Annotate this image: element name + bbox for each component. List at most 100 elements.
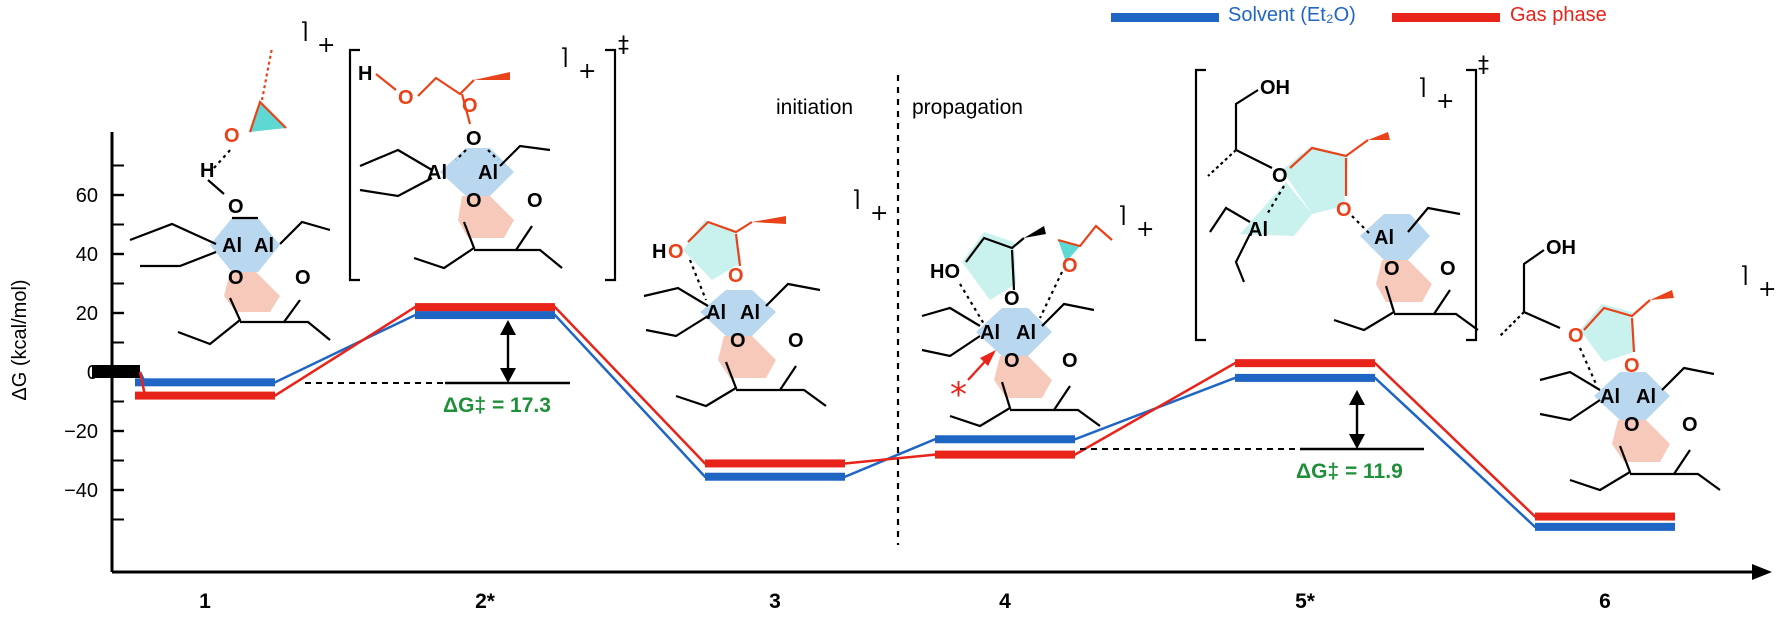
energy-level-gas [415, 303, 555, 312]
svg-text:O: O [1062, 350, 1078, 372]
propagation-label: propagation [912, 96, 1023, 119]
barrier-annotation-2: ΔG‡ = 11.9 [1080, 390, 1424, 483]
barrier-label-2: ΔG‡ = 11.9 [1296, 460, 1403, 483]
svg-text:O: O [1440, 258, 1456, 280]
svg-text:+: + [1136, 217, 1154, 242]
svg-text:O: O [1568, 325, 1584, 347]
energy-level-solvent [1535, 522, 1675, 531]
energy-level-gas [705, 459, 845, 468]
svg-text:O: O [398, 87, 414, 109]
energy-level-gas [1535, 512, 1675, 521]
x-axis: 1 2* 3 4 5* 6 [112, 564, 1772, 613]
profile-line-gas [135, 305, 1675, 518]
svg-text:O: O [228, 267, 244, 289]
svg-text:⌉: ⌉ [1418, 75, 1427, 100]
svg-text:H: H [358, 63, 372, 85]
svg-text:O: O [466, 128, 482, 150]
svg-text:+: + [1436, 89, 1454, 114]
y-tick-label: −20 [64, 421, 98, 443]
svg-text:Al: Al [222, 235, 242, 257]
svg-text:O: O [1062, 255, 1078, 277]
y-axis-label: ΔG (kcal/mol) [9, 279, 31, 400]
legend-swatch-solvent [1111, 13, 1219, 22]
svg-text:Al: Al [1016, 322, 1036, 344]
energy-level-gas [1235, 359, 1375, 368]
svg-text:O: O [228, 196, 244, 218]
svg-text:O: O [1004, 350, 1020, 372]
energy-level-solvent [1235, 373, 1375, 382]
svg-text:O: O [1272, 165, 1288, 187]
svg-text:+: + [317, 33, 335, 58]
svg-text:⌉: ⌉ [300, 19, 309, 44]
x-category-label: 2* [475, 590, 496, 613]
svg-text:Al: Al [1600, 386, 1620, 408]
energy-level-gas [935, 450, 1075, 459]
structure-4: HO O Al Al O O O * ⌉ + [921, 203, 1154, 428]
svg-text:O: O [466, 190, 482, 212]
svg-text:H: H [200, 160, 214, 182]
energy-level-solvent [705, 472, 845, 481]
svg-text:OH: OH [1260, 77, 1290, 99]
legend-label-solvent: Solvent (Et₂O) [1228, 4, 1356, 26]
energy-level-solvent [415, 311, 555, 320]
svg-text:O: O [1004, 288, 1020, 310]
y-tick-label: 20 [76, 303, 98, 325]
svg-text:+: + [870, 201, 888, 226]
svg-text:O: O [730, 330, 746, 352]
energy-level-gas [135, 391, 275, 400]
svg-text:*: * [950, 375, 967, 415]
profile-line-solvent [135, 313, 1675, 529]
svg-text:H: H [652, 241, 666, 263]
svg-text:⌉: ⌉ [1118, 203, 1127, 228]
svg-text:OH: OH [1546, 237, 1576, 259]
svg-text:Al: Al [1636, 386, 1656, 408]
svg-text:O: O [462, 95, 478, 117]
svg-text:O: O [1624, 414, 1640, 436]
svg-text:O: O [224, 125, 240, 147]
svg-text:Al: Al [254, 235, 274, 257]
structure-3: H O O Al Al O O ⌉ + [643, 187, 888, 408]
svg-text:O: O [295, 267, 311, 289]
svg-text:Al: Al [980, 322, 1000, 344]
energy-level-solvent [935, 435, 1075, 444]
y-tick-label: −40 [64, 480, 98, 502]
y-tick-label: 60 [76, 185, 98, 207]
svg-text:O: O [1336, 199, 1352, 221]
structure-5-ts: OH O O Al Al O O ⌉ + ‡ [1194, 53, 1489, 342]
svg-text:O: O [668, 241, 684, 263]
structure-6: OH O O Al Al O O ⌉ + [1499, 237, 1776, 492]
reference-bar [92, 365, 140, 378]
svg-text:‡: ‡ [1478, 53, 1489, 78]
svg-text:Al: Al [1248, 219, 1268, 241]
initiation-label: initiation [776, 96, 853, 119]
svg-text:+: + [1758, 277, 1776, 302]
x-category-label: 6 [1599, 590, 1611, 613]
y-tick-label: 40 [76, 244, 98, 266]
x-category-label: 4 [999, 590, 1011, 613]
legend-label-gas: Gas phase [1510, 4, 1607, 26]
structure-1: Al Al O O O H O ⌉ + [129, 19, 335, 346]
y-axis: 6040200−20−40 ΔG (kcal/mol) [9, 132, 124, 572]
svg-text:O: O [728, 265, 744, 287]
svg-text:+: + [578, 59, 596, 84]
energy-level-solvent [135, 378, 275, 387]
svg-text:Al: Al [740, 302, 760, 324]
svg-text:⌉: ⌉ [560, 45, 569, 70]
svg-text:Al: Al [1374, 227, 1394, 249]
x-category-label: 3 [769, 590, 781, 613]
legend-swatch-gas [1392, 13, 1500, 22]
svg-text:O: O [1384, 258, 1400, 280]
svg-text:⌉: ⌉ [852, 187, 861, 212]
svg-text:O: O [788, 330, 804, 352]
svg-text:HO: HO [930, 261, 960, 283]
structure-2-ts: Al Al O O O H O O ⌉ + ‡ [348, 33, 629, 282]
barrier-label-1: ΔG‡ = 17.3 [443, 394, 551, 417]
svg-text:O: O [527, 190, 543, 212]
svg-text:⌉: ⌉ [1740, 263, 1749, 288]
x-category-label: 5* [1295, 590, 1316, 613]
x-category-label: 1 [199, 590, 211, 613]
svg-text:Al: Al [478, 162, 498, 184]
svg-text:O: O [1682, 414, 1698, 436]
svg-text:Al: Al [706, 302, 726, 324]
